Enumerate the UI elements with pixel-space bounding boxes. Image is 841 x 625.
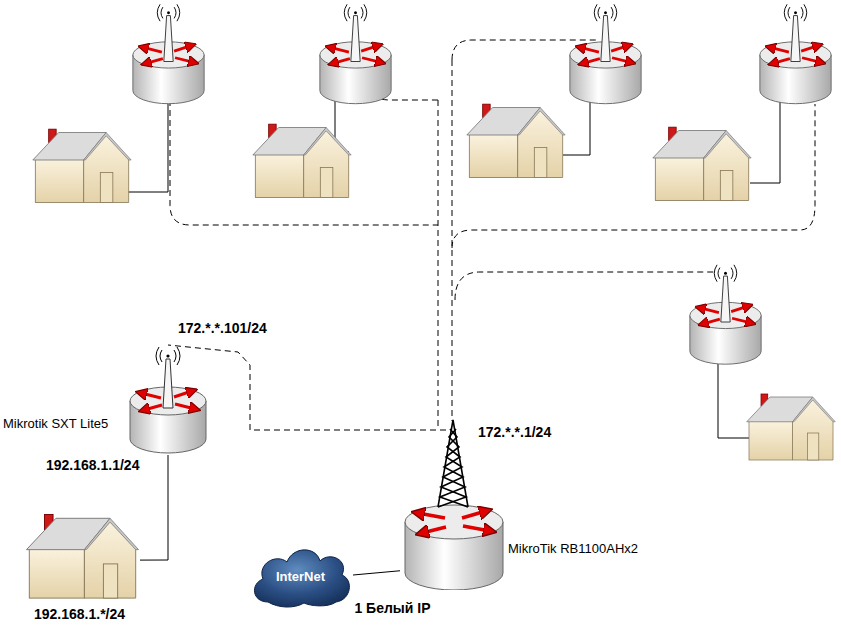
- router-icon: [760, 4, 831, 103]
- ip-address: 172.*.*.1/24: [478, 424, 551, 440]
- cable: [128, 100, 168, 192]
- edge-label: 1 Белый IP: [352, 600, 432, 616]
- main-router: MikroTik RB1100AHx2: [400, 415, 508, 590]
- cable: [718, 358, 750, 438]
- node-text: Mikrotik SXT Lite5: [3, 416, 108, 432]
- client-house: 192.168.1.*/24: [25, 505, 140, 600]
- lan-cable: [140, 455, 168, 560]
- sxt-router-shape: [122, 345, 214, 455]
- client-house-shape: [25, 505, 140, 600]
- internet-cloud-icon: [254, 550, 349, 607]
- uplink-cable: [353, 571, 400, 575]
- wireless-link: [400, 430, 449, 431]
- internet-cloud: InterNet: [248, 540, 353, 610]
- wireless-link: [438, 100, 439, 428]
- main-router-icon: [405, 420, 503, 590]
- router-icon: [570, 4, 641, 103]
- cable: [750, 100, 780, 183]
- sxt-router: Mikrotik SXT Lite5192.168.1.1/24: [122, 345, 214, 455]
- sxt-router-icon: [130, 347, 206, 453]
- client-house-icon: [26, 515, 138, 599]
- node-text: 192.168.1.1/24: [46, 457, 139, 473]
- cable: [563, 100, 590, 155]
- node-text: 192.168.1.*/24: [34, 606, 125, 622]
- node-text: InterNet: [276, 569, 325, 585]
- router-icon: [133, 4, 204, 103]
- house-icon: [653, 127, 751, 200]
- wireless-link: [455, 272, 716, 300]
- wireless-link: [452, 104, 815, 248]
- wireless-link: [170, 100, 438, 225]
- house-icon: [253, 124, 351, 197]
- house-icon: [467, 104, 565, 177]
- ip-address: 172.*.*.101/24: [178, 320, 267, 336]
- router-icon: [690, 265, 761, 364]
- house-icon: [33, 129, 131, 202]
- main-router-shape: [400, 415, 508, 590]
- router-icon: [320, 4, 391, 103]
- wireless-link: [452, 60, 453, 421]
- node-text: MikroTik RB1100AHx2: [508, 541, 638, 557]
- house-icon: [747, 394, 836, 460]
